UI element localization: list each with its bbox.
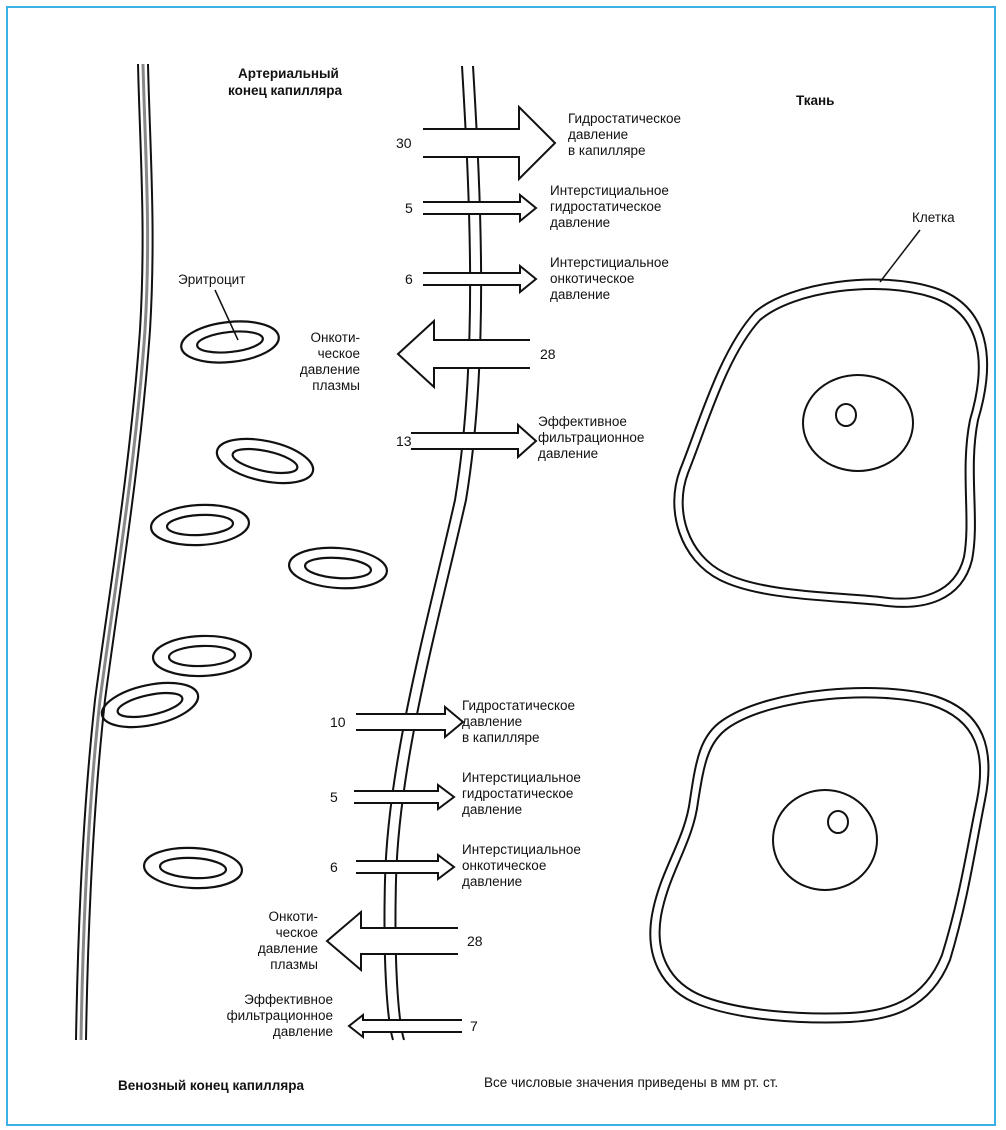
venous-end-label: Венозный конец капилляра	[118, 1078, 304, 1093]
force-label-line: Гидростатическое	[568, 111, 681, 126]
force-value: 13	[396, 433, 412, 449]
force-label-line: Онкоти-	[269, 909, 318, 924]
force-label-line: Гидростатическое	[462, 698, 575, 713]
force-label-line: давление	[462, 714, 522, 729]
force-arrow	[423, 266, 536, 292]
force-label-line: плазмы	[312, 378, 360, 393]
force-label-line: ческое	[276, 925, 318, 940]
erythrocyte-cell	[98, 675, 202, 735]
capillary-left-wall	[76, 64, 153, 1040]
force-label-line: в капилляре	[568, 143, 646, 158]
arterial-end-label-line1: Артериальный	[238, 66, 339, 81]
units-note: Все числовые значения приведены в мм рт.…	[484, 1075, 778, 1090]
force-value: 5	[330, 789, 338, 805]
force-value: 5	[405, 200, 413, 216]
erythrocyte-cell	[143, 845, 243, 890]
force-arrow	[356, 855, 454, 879]
force-arrow	[398, 321, 530, 387]
erythrocyte-cell	[213, 431, 317, 491]
force-label-line: онкотическое	[462, 858, 546, 873]
force-label-line: ческое	[318, 346, 360, 361]
erythrocyte-cell	[179, 317, 281, 367]
force-label-line: давление	[462, 874, 522, 889]
force-value: 6	[405, 271, 413, 287]
erythrocyte-cell	[150, 502, 250, 547]
force-value: 10	[330, 714, 346, 730]
cell-nucleus	[803, 375, 913, 471]
force-label-line: гидростатическое	[550, 199, 661, 214]
arterial-end-label-line2: конец капилляра	[228, 83, 343, 98]
force-value: 28	[467, 933, 483, 949]
arterial-force-2: 5 Интерстициальноегидростатическоедавлени…	[405, 183, 669, 230]
force-label-line: в капилляре	[462, 730, 540, 745]
force-label-line: давление	[538, 446, 598, 461]
force-arrow	[349, 1015, 462, 1037]
cell-nucleolus	[828, 811, 848, 833]
force-label-line: плазмы	[270, 957, 318, 972]
force-label-line: давление	[300, 362, 360, 377]
tissue-cell-lower	[650, 688, 988, 1022]
cell-nucleolus	[836, 404, 856, 426]
force-value: 28	[540, 346, 556, 362]
cell-nucleus	[773, 790, 877, 890]
force-label-line: давление	[462, 802, 522, 817]
erythrocytes	[143, 317, 388, 891]
force-label-line: Интерстициальное	[462, 770, 581, 785]
force-arrow	[356, 707, 463, 737]
force-label-line: Интерстициальное	[550, 255, 669, 270]
force-label-line: Онкоти-	[311, 330, 360, 345]
tissue-label: Ткань	[796, 93, 834, 108]
force-label-line: гидростатическое	[462, 786, 573, 801]
force-label-line: фильтрационное	[227, 1008, 333, 1023]
erythrocyte-cell	[288, 545, 389, 592]
force-arrow	[423, 107, 555, 179]
force-label-line: Интерстициальное	[462, 842, 581, 857]
force-label-line: Эффективное	[244, 992, 333, 1007]
force-value: 7	[470, 1018, 478, 1034]
force-label-line: давление	[568, 127, 628, 142]
force-value: 6	[330, 859, 338, 875]
force-label-line: давление	[258, 941, 318, 956]
erythrocyte-cell	[152, 634, 251, 677]
erythrocyte-label: Эритроцит	[178, 272, 245, 287]
force-label-line: давление	[550, 287, 610, 302]
force-label-line: фильтрационное	[538, 430, 644, 445]
force-label-line: онкотическое	[550, 271, 634, 286]
force-label-line: давление	[273, 1024, 333, 1039]
force-value: 30	[396, 135, 412, 151]
force-label-line: Эффективное	[538, 414, 627, 429]
tissue-cell-upper	[674, 280, 987, 607]
venous-force-2: 5 Интерстициальноегидростатическоедавлени…	[330, 770, 581, 817]
force-label-line: Интерстициальное	[550, 183, 669, 198]
force-label-line: давление	[550, 215, 610, 230]
cell-leader-line	[880, 230, 920, 282]
force-arrow	[327, 912, 458, 970]
cell-label: Клетка	[912, 210, 955, 225]
